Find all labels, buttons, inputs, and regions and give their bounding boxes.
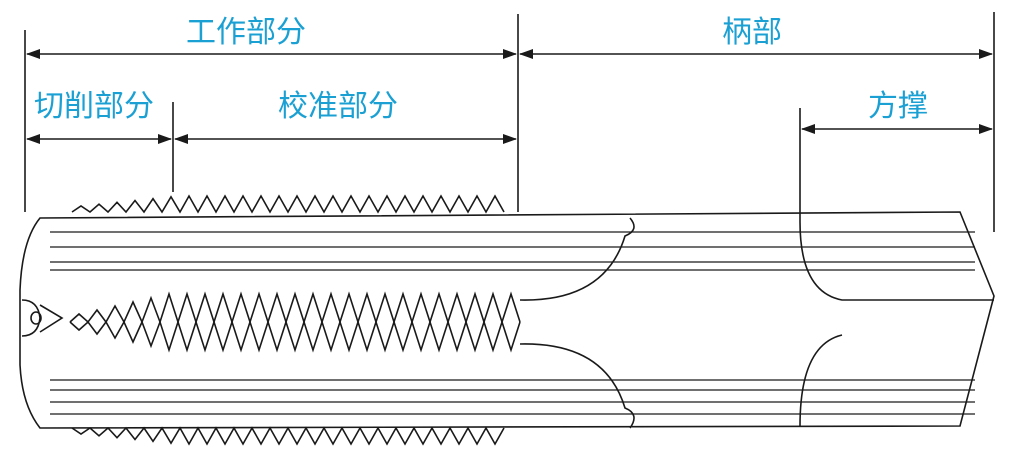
flute-teeth-lower	[69, 319, 521, 353]
label-working-part: 工作部分	[186, 15, 306, 50]
flute-end-lower	[519, 343, 635, 429]
square-curve-upper	[799, 221, 994, 301]
tip-curve	[21, 299, 41, 337]
square-curve-lower	[799, 334, 843, 427]
label-shank: 柄部	[722, 15, 782, 50]
tip-chamfer	[39, 304, 64, 333]
bottom-thread-teeth	[71, 426, 505, 446]
tip-center-hole	[30, 311, 42, 325]
top-thread-teeth	[71, 194, 505, 214]
label-square-drive: 方撑	[868, 89, 928, 124]
tap-outline	[19, 211, 995, 429]
label-cutting-part: 切削部分	[34, 89, 154, 124]
flute-end-upper	[519, 217, 635, 301]
dimension-lines	[24, 12, 995, 232]
label-calibrating-part: 校准部分	[278, 89, 398, 124]
flute-teeth-upper	[69, 291, 521, 325]
tap-body	[19, 194, 995, 446]
